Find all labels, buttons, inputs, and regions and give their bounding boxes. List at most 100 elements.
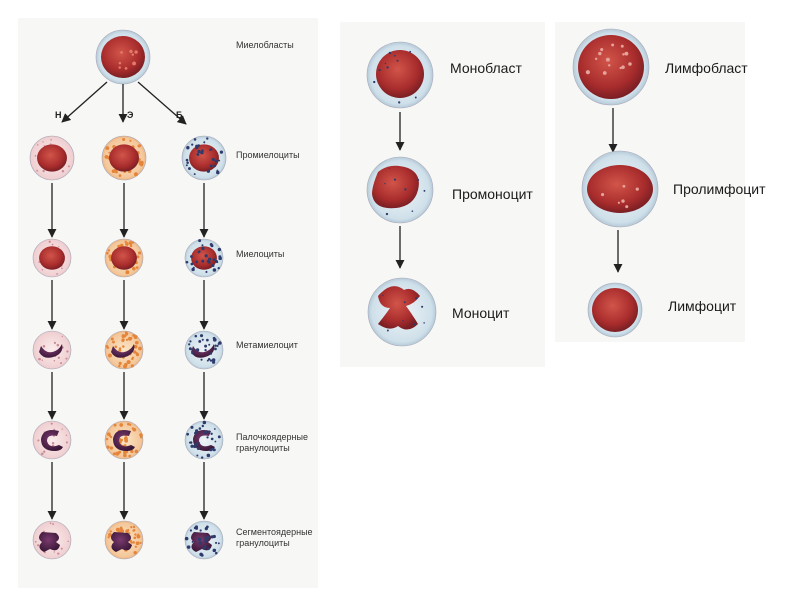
gran-e-stage2-granule [138,251,142,255]
gran-e-stage1-granule [105,146,110,150]
gran-e-stage5-granule [108,533,111,536]
gran-b-stage4-granule [190,444,194,448]
gran-e-stage1-nucleus [109,144,139,172]
gran-e-stage4-granule [140,435,143,439]
gran-n-stage1-granule [36,169,39,172]
gran-b-stage2-granule [201,244,204,247]
gran-e-stage3-granule [133,344,138,349]
gran-e-stage1-granule [140,163,144,167]
gran-e-stage4-granule [130,449,134,454]
gran-b-stage4-granule [210,432,213,435]
branch-letter-n: Н [55,110,62,120]
gran-e-stage5-granule [139,541,142,544]
gran-e-stage3-granule [138,346,142,351]
gran-e-stage3-granule [107,353,112,358]
gran-b-stage5-granule [199,529,202,532]
gran-e-stage4-granule [127,422,130,426]
gran-b-stage3-granule [191,348,194,351]
monocyte-granule [423,322,425,324]
gran-e-stage3-granule [110,337,114,341]
monocyte-granule [421,305,424,308]
lymphoblast-nucleolus [602,71,607,75]
gran-e-stage3-granule [126,360,131,365]
gran-b-stage1-granule [193,138,197,141]
gran-b-stage1-nucleus [189,144,219,172]
lymphoblast-nucleus [578,35,644,99]
gran-b-stage3-granule [201,338,204,341]
gran-b-stage2-granule [191,267,195,272]
gran-e-stage2-granule [126,242,129,245]
gran-b-stage1-granule [203,141,206,144]
gran-n-stage2-granule [61,267,63,270]
label-myelocyte: Миелоциты [236,249,285,259]
myeloblast-nucleus [101,36,145,78]
gran-e-stage4-granule [119,423,124,427]
gran-b-stage4-granule [214,440,217,443]
gran-b-stage5-granule [199,552,203,557]
gran-b-stage4-granule [189,441,193,444]
label-lymphocyte: Лимфоцит [668,298,737,314]
gran-e-stage1-granule [138,144,142,147]
gran-n-stage3-nucleus [39,344,63,358]
gran-n-stage4-granule [65,441,68,444]
myeloblast-nucleolus [134,50,138,54]
prolymphocyte-nucleolus [601,193,605,197]
gran-b-stage4-granule [210,447,214,451]
gran-b-stage2-granule [208,257,212,261]
gran-b-stage4-granule [193,444,197,449]
lymphoblast-nucleolus [600,48,604,52]
gran-n-stage3-granule [53,341,57,344]
gran-b-stage5-granule [207,547,210,551]
gran-b-stage1-granule [186,161,189,164]
gran-b-stage4-granule [206,436,209,439]
monocyte-granule [403,301,406,304]
monoblast-granule [393,54,396,57]
gran-e-stage4-granule [123,453,127,458]
gran-b-stage5-granule [217,542,220,545]
gran-n-stage1-nucleus [37,144,67,172]
gran-b-stage4-granule [196,454,199,457]
gran-b-stage2-granule [201,246,205,251]
gran-e-stage4-granule [123,450,127,455]
gran-e-stage3-granule [112,340,115,344]
gran-b-stage3-granule [194,334,198,338]
gran-b-stage2-granule [198,239,202,243]
monoblast-granule [409,50,412,53]
gran-e-stage5-granule [132,525,136,529]
gran-b-stage1-granule [193,173,196,176]
gran-b-stage3-granule [214,347,217,351]
gran-b-stage2-granule [197,251,200,254]
gran-e-stage4-granule [139,433,143,437]
promonocyte-granule [384,182,386,185]
gran-b-stage1-granule [213,164,217,168]
gran-e-stage2-granule [129,244,133,248]
gran-b-stage3-granule [211,358,216,362]
gran-b-stage1-granule [191,143,194,146]
gran-b-stage1-granule [197,149,201,154]
prolymphocyte-nucleolus [625,205,629,209]
monoblast-granule [398,101,401,104]
gran-n-stage1-granule [50,138,52,141]
prolymphocyte-nucleolus [622,184,626,188]
gran-e-stage2-granule [125,270,130,275]
gran-n-stage2-granule [58,246,60,248]
gran-b-stage1-granule [214,159,218,163]
gran-b-stage2-granule [218,256,222,261]
gran-b-stage4-granule [190,425,194,429]
gran-e-stage1-granule [129,139,132,142]
gran-e-stage3-granule [118,364,121,368]
gran-b-stage2-granule [205,270,208,273]
gran-b-stage3-granule [208,343,211,346]
monoblast-granule [378,68,381,72]
gran-b-stage2-granule [185,260,189,264]
gran-e-stage5-granule [132,540,135,544]
gran-e-stage4-granule [112,452,116,456]
gran-b-stage1-granule [219,150,224,154]
gran-e-stage3-granule [132,334,135,337]
gran-b-stage1-granule [186,146,190,150]
gran-e-stage5-granule [107,536,110,539]
gran-b-stage5-granule [214,551,218,555]
promonocyte-granule [404,188,407,191]
gran-b-stage5-granule [205,525,209,529]
